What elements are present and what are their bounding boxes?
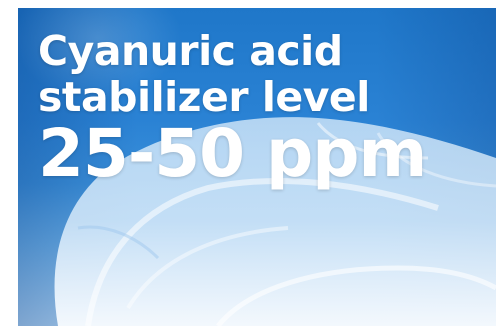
caption-line-1: Cyanuric acid xyxy=(38,27,343,75)
caption-text: Cyanuric acid stabilizer level 25-50 ppm xyxy=(38,27,427,192)
photo-background xyxy=(18,8,496,326)
caption-line-2: stabilizer level xyxy=(38,73,370,121)
plastic-bag-illustration xyxy=(54,117,496,326)
caption-value: 25-50 ppm xyxy=(38,115,427,192)
